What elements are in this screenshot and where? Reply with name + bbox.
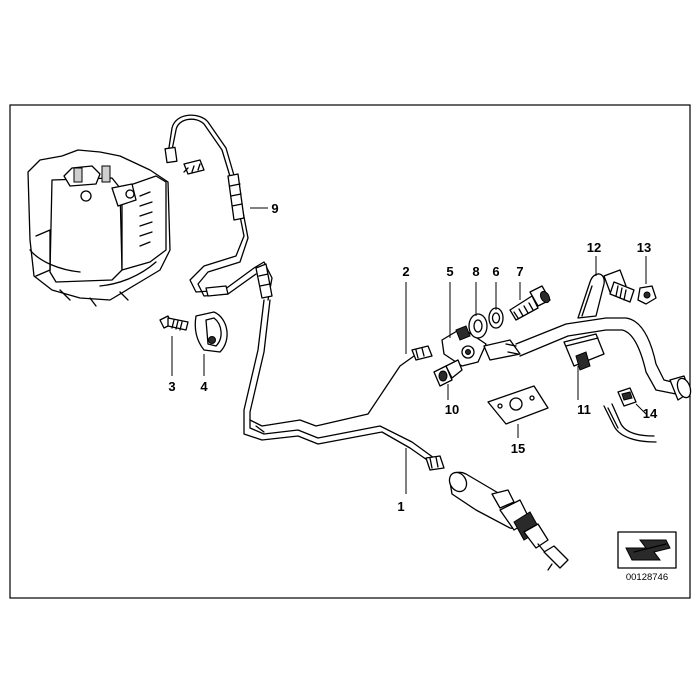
callout-10: 10 [445,402,459,417]
arrow-down-left-icon [625,539,671,561]
hose-assembly [505,317,692,401]
callout-12: 12 [587,240,601,255]
hex-screw-10 [433,359,463,387]
callout-9: 9 [271,201,278,216]
callout-14: 14 [643,406,658,421]
direction-badge [617,531,677,569]
hydraulic-unit [27,149,171,307]
callout-13: 13 [637,240,651,255]
brake-lines [164,114,445,471]
callout-7: 7 [516,264,523,279]
callout-11: 11 [577,402,591,417]
callout-15: 15 [511,441,525,456]
callout-6: 6 [492,264,499,279]
callout-2: 2 [402,264,409,279]
leader-lines [171,207,647,494]
callout-4: 4 [200,379,208,394]
gasket-plate [487,385,549,425]
diagram-frame [9,104,691,599]
callout-8: 8 [472,264,479,279]
banjo-bolt [509,285,551,321]
callout-labels: 1 2 3 4 5 6 7 8 9 10 11 12 13 14 15 [168,201,658,514]
master-cylinder [448,471,569,571]
callout-5: 5 [446,264,453,279]
sealing-washers [468,307,504,339]
bracket-screw [577,269,657,319]
callout-3: 3 [168,379,175,394]
bracket-4 [194,311,228,353]
cable-tie [603,387,657,443]
callout-1: 1 [397,499,404,514]
reference-number: 00128746 [626,572,668,583]
screw-3 [159,315,189,331]
